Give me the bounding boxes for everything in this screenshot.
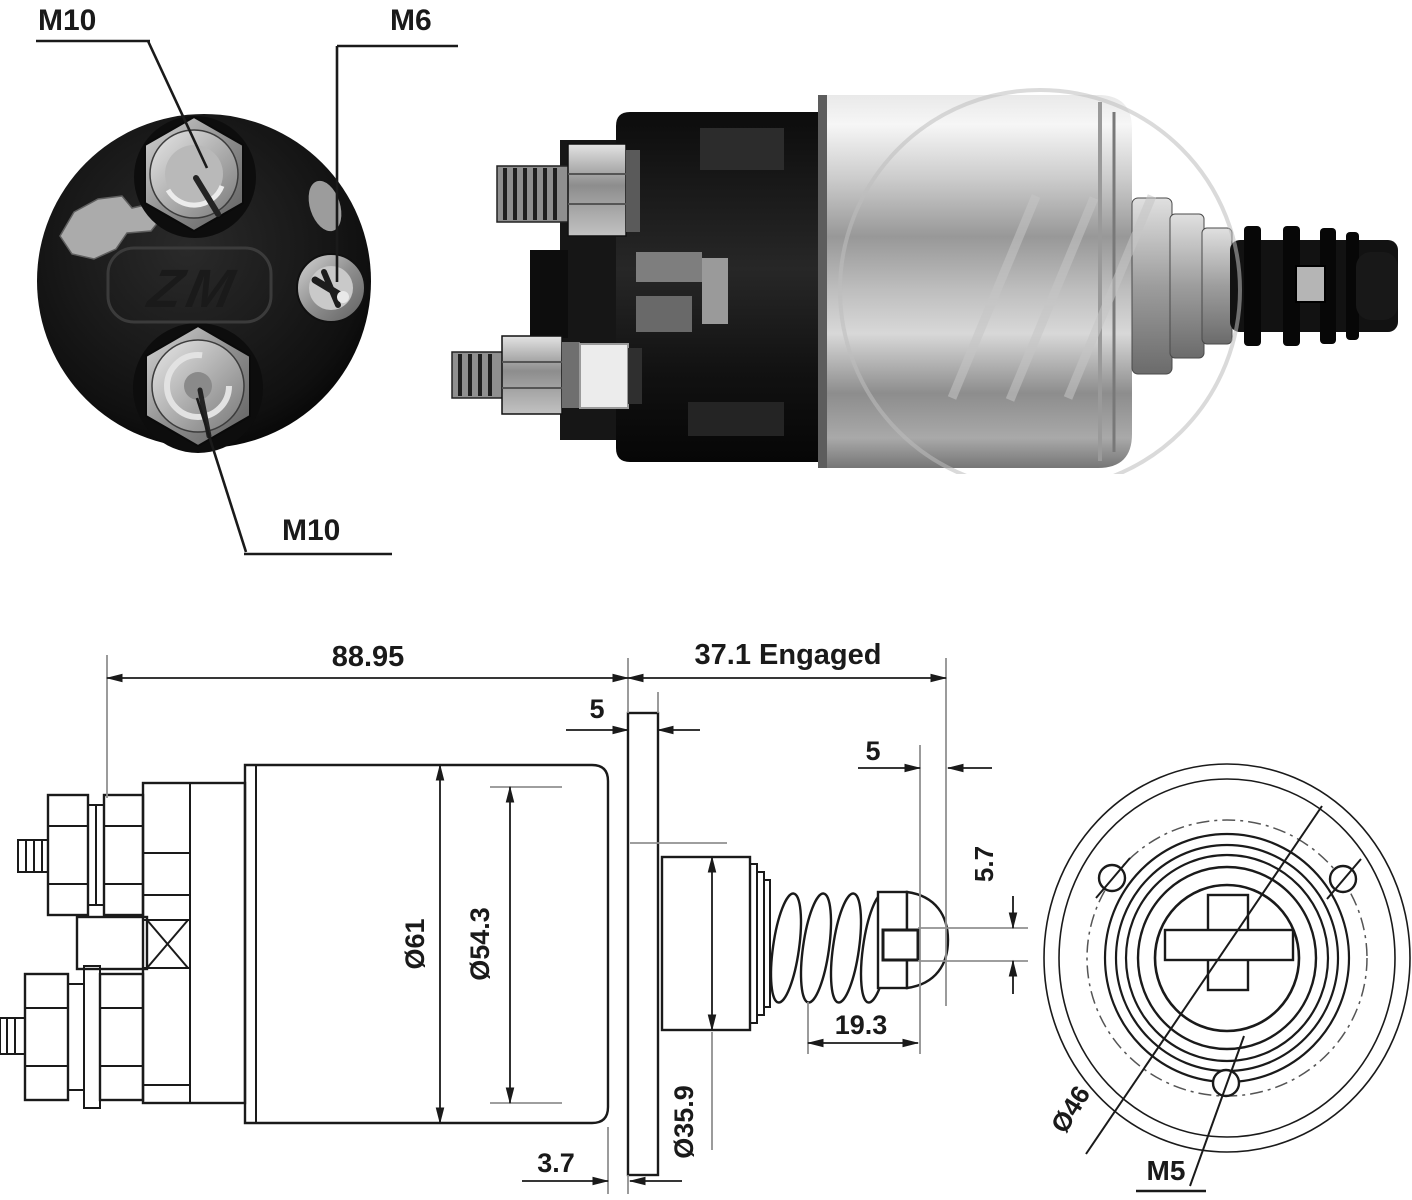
contact-bar2 (636, 296, 692, 332)
dim-text-rod-dia: 5.7 (969, 846, 999, 882)
mount-stud-bottom (451, 335, 642, 415)
insulator-block (579, 343, 629, 409)
mount-stud-top (496, 143, 640, 237)
mount-hole-bottom (1211, 1068, 1241, 1098)
dim-text-cap-dia: Ø54.3 (465, 907, 495, 981)
drawn-plunger (876, 890, 950, 990)
nose-ring-3 (1201, 227, 1233, 345)
cap-reflection2 (688, 402, 784, 436)
cap-reflection (700, 128, 784, 170)
cross-slot-horizontal (1163, 928, 1295, 962)
switch-terminal-m6 (296, 180, 366, 323)
drawing-rear-view (1043, 763, 1411, 1187)
battery-terminal-top (134, 115, 256, 238)
drawn-boot (75, 915, 189, 971)
bolt-circle-diagonal (1085, 805, 1323, 1155)
drawing-side-view (0, 711, 950, 1177)
plunger-rod (1230, 226, 1398, 346)
leader-motor-terminal (195, 397, 248, 553)
drawn-terminal-top (17, 793, 145, 917)
drawn-flange (626, 711, 660, 1177)
dim-text-travel: 5 (865, 736, 880, 766)
label-terminal-switch: M6 (390, 4, 432, 37)
can-rim (818, 95, 827, 468)
drawn-can-body (243, 763, 610, 1125)
m5-leader (1189, 1035, 1245, 1187)
front-view-photo: ZM (37, 114, 371, 453)
photo-callouts: M10 M6 M10 (36, 4, 458, 556)
side-view-photo (451, 88, 1398, 474)
dim-text-nose-dia: Ø35.9 (669, 1085, 699, 1159)
motor-terminal-bottom (133, 323, 263, 453)
dim-text-body-dia: Ø61 (400, 918, 430, 969)
dim-text-bolt-circle: Ø46 (1045, 1080, 1096, 1138)
solenoid-can (818, 95, 1132, 468)
drawn-cap (141, 781, 247, 1105)
dim-text-spring: 19.3 (835, 1010, 888, 1040)
zm-watermark (838, 88, 1242, 474)
rod-notch (1295, 265, 1326, 303)
dimension-layer: 88.95 37.1 Engaged 5 5 5.7 19.3 Ø61 Ø54.… (105, 639, 1206, 1194)
leader-battery-terminal (146, 40, 209, 169)
label-terminal-motor: M10 (282, 514, 340, 547)
label-terminal-battery: M10 (38, 4, 96, 37)
dim-text-flange: 5 (589, 694, 604, 724)
cap-tab (530, 250, 568, 338)
contact-post (702, 258, 728, 324)
drawn-terminal-bottom (0, 965, 145, 1109)
dim-text-engaged: 37.1 Engaged (695, 639, 882, 671)
dim-text-offset: 3.7 (537, 1148, 575, 1178)
zm-logo-emboss: ZM (106, 246, 273, 324)
contact-bar (636, 252, 702, 282)
drawn-nose (660, 855, 752, 1032)
zm-logo-text: ZM (142, 259, 245, 319)
dim-text-overall-length: 88.95 (332, 641, 405, 673)
dim-text-mount-thread: M5 (1147, 1155, 1186, 1186)
nose-ring-2 (1169, 213, 1205, 359)
